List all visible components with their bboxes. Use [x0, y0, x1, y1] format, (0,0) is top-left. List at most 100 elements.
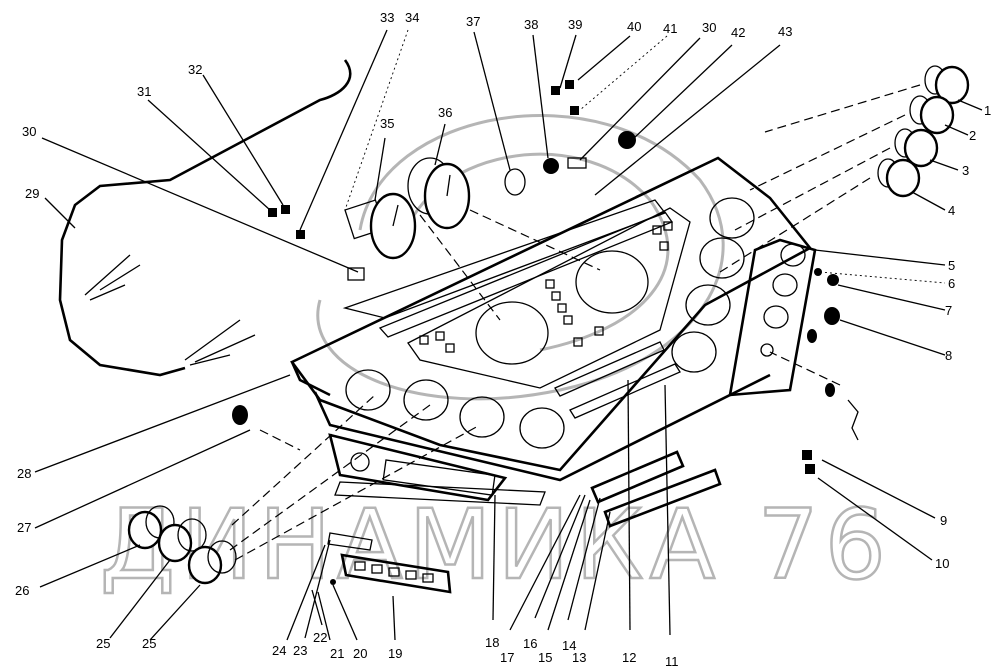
switch-cell [371, 564, 383, 574]
gauge-hole-right-4 [671, 331, 717, 373]
switch-cell [422, 573, 434, 583]
harness-branch-2 [184, 319, 256, 366]
indicator-hole [563, 315, 573, 325]
leader-line [286, 544, 326, 641]
callout-4: 4 [948, 203, 955, 218]
lower-round-hole [350, 452, 370, 472]
leader-line [567, 497, 601, 621]
gauge-hole-large-left [475, 301, 549, 365]
switch-40 [565, 80, 574, 89]
callout-11: 11 [665, 654, 679, 669]
assembly-line [231, 394, 376, 526]
gauge-36 [407, 157, 471, 230]
assembly-line [259, 429, 301, 451]
leader-line [202, 74, 284, 206]
callout-26: 26 [15, 583, 29, 598]
lamp-38 [543, 158, 559, 174]
gauge-4-face [885, 158, 921, 198]
lower-rect-cutout [382, 459, 496, 496]
part-42 [618, 131, 636, 149]
leader-line [311, 589, 323, 626]
leader-line [332, 584, 358, 641]
callout-17: 17 [500, 650, 514, 665]
callout-36: 36 [438, 105, 452, 120]
callout-32: 32 [188, 62, 202, 77]
callout-30a: 30 [22, 124, 36, 139]
callout-34: 34 [405, 10, 419, 25]
ignition-key [847, 399, 859, 441]
indicator-hole [551, 291, 561, 301]
callout-22: 22 [313, 630, 327, 645]
leader-line [814, 249, 946, 266]
leader-lines [34, 29, 983, 641]
gauge-35-needle [392, 204, 399, 227]
leader-line [839, 319, 946, 356]
leader-line [317, 591, 331, 641]
leader-line [41, 137, 359, 273]
watermark-arc [316, 114, 725, 401]
harness-branch-1 [84, 254, 141, 301]
leader-line [492, 494, 496, 621]
leader-line [837, 284, 946, 311]
switch-cell [405, 570, 417, 580]
assembly-line [764, 84, 921, 133]
leader-line [579, 35, 668, 111]
callout-3: 3 [962, 163, 969, 178]
callout-9: 9 [940, 513, 947, 528]
callout-43: 43 [778, 24, 792, 39]
callout-19: 19 [388, 646, 402, 661]
gauges-lower-left [127, 505, 237, 585]
side-panel [728, 238, 817, 397]
leader-line [817, 477, 933, 561]
callout-14: 14 [562, 638, 576, 653]
panel-lower-edge [313, 373, 771, 482]
assembly-line [469, 209, 601, 271]
leader-line [577, 35, 631, 81]
leader-line [147, 99, 271, 211]
assembly-line [749, 114, 906, 191]
small-parts [232, 80, 859, 585]
lower-subpanel [328, 433, 546, 506]
gauge-hole-lower-1 [345, 369, 391, 411]
callout-12: 12 [622, 650, 636, 665]
gauge-hole-right-1 [709, 197, 755, 239]
switch-31 [268, 208, 277, 217]
center-cluster-plate [407, 207, 691, 389]
indicator-hole [435, 331, 445, 341]
gauge-3-face [903, 128, 939, 168]
gauge-1-face [934, 65, 970, 105]
assembly-line [234, 424, 481, 561]
leader-line [631, 44, 733, 141]
switch-cover [327, 532, 373, 551]
bracket-30b [567, 157, 587, 169]
watermark: ДИНАМИКА 76 [99, 114, 887, 602]
leader-line [584, 511, 611, 631]
gauge-26-face [127, 510, 163, 550]
leader-line [547, 499, 591, 631]
side-panel-outline [728, 238, 817, 397]
callout-27: 27 [17, 520, 31, 535]
callout-25b: 25 [142, 636, 156, 651]
leader-line [109, 559, 171, 639]
assembly-line [419, 214, 501, 321]
leader-line [149, 584, 201, 641]
socket-37 [504, 168, 526, 196]
callout-31: 31 [137, 84, 151, 99]
callout-21: 21 [330, 646, 344, 661]
leader-line [559, 34, 577, 89]
callout-18: 18 [485, 635, 499, 650]
bracket-30a [347, 267, 365, 281]
leader-line [594, 44, 781, 196]
wiring-harness [58, 59, 352, 377]
leader-line [534, 494, 586, 619]
gauge-2-face [919, 95, 955, 135]
indicator-hole [594, 326, 604, 336]
assembly-lines [229, 84, 921, 561]
panel-edge [290, 361, 331, 397]
leader-line [579, 37, 701, 161]
side-gauge-hole-1 [780, 243, 806, 267]
panel-slot-lower-2 [569, 363, 681, 419]
gauge-36-needle [446, 174, 451, 197]
indicator-holes [419, 221, 673, 353]
